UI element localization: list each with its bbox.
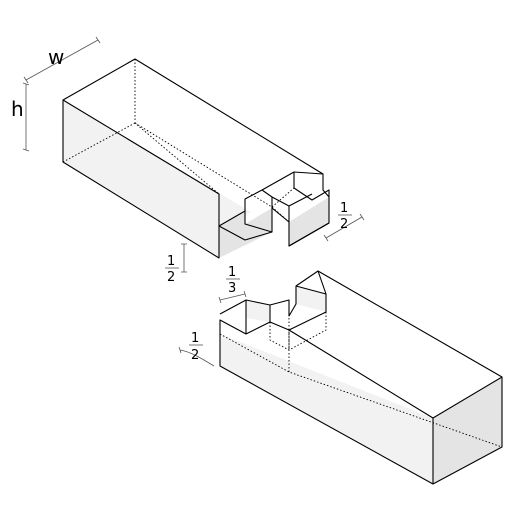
tenon-width-den: 3 (228, 281, 236, 296)
mortise-left-wall (246, 300, 270, 322)
upper-beam (62, 58, 330, 259)
upper-beam-top-face (63, 59, 323, 212)
upper-beam-front-face (63, 100, 251, 258)
height-dimension: h (11, 82, 30, 152)
tenon-length-dimension: 1 2 (323, 201, 365, 242)
tenon-depth-num: 1 (167, 254, 175, 269)
width-label: w (48, 45, 64, 69)
lower-beam-end-face (433, 377, 502, 484)
upper-beam-end-face (219, 197, 329, 258)
upper-beam-ridge (62, 99, 220, 226)
tenon-width-num: 1 (228, 265, 236, 280)
upper-beam-hidden-edges (62, 59, 295, 223)
mortise-depth-num: 1 (191, 331, 199, 346)
width-dimension: w (23, 36, 101, 84)
lower-beam-hidden-edges (219, 312, 503, 448)
upper-beam-tenon-edges (218, 171, 330, 247)
lower-beam-edges (219, 270, 503, 484)
mortise-depth-den: 2 (191, 348, 199, 363)
tenon-depth-dimension: 1 2 (165, 243, 187, 285)
tenon-length-num: 1 (340, 201, 348, 216)
tenon-depth-den: 2 (167, 270, 175, 285)
tenon-length-den: 2 (340, 217, 348, 232)
lower-beam-top-face (220, 271, 502, 418)
tenon-width-dimension: 1 3 (218, 265, 247, 304)
lower-beam (219, 270, 503, 485)
height-label: h (11, 97, 24, 121)
lower-beam-front-face (220, 334, 433, 484)
mortise-depth-dimension: 1 2 (178, 331, 215, 367)
